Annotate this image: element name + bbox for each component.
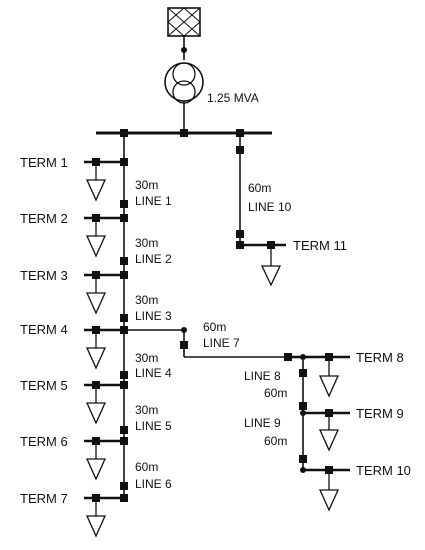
grid-source-icon xyxy=(167,7,201,37)
breaker-node xyxy=(92,494,100,502)
breaker-node xyxy=(120,214,128,222)
transformer-rating: 1.25 MVA xyxy=(207,91,259,105)
line-name: LINE 9 xyxy=(244,416,281,430)
term-label: TERM 9 xyxy=(356,406,404,421)
breaker-node xyxy=(92,381,100,389)
line-name: LINE 5 xyxy=(135,419,172,433)
line-breaker-node xyxy=(120,482,128,490)
line-name: LINE 3 xyxy=(135,309,172,323)
line-length: 30m xyxy=(135,351,158,365)
breaker-node xyxy=(120,326,128,334)
breaker-node xyxy=(120,381,128,389)
line-length: 30m xyxy=(135,178,158,192)
term-label: TERM 4 xyxy=(20,322,68,337)
load-icon xyxy=(85,458,107,481)
breaker-node xyxy=(92,437,100,445)
breaker-node xyxy=(120,437,128,445)
breaker-node xyxy=(92,326,100,334)
term-label: TERM 10 xyxy=(356,463,411,478)
load-icon xyxy=(85,402,107,425)
breaker-node xyxy=(120,158,128,166)
line-length: 60m xyxy=(203,320,226,334)
term-label: TERM 5 xyxy=(20,378,68,393)
breaker-node xyxy=(92,214,100,222)
line-length: 60m xyxy=(248,181,271,195)
breaker-node xyxy=(120,494,128,502)
line-name: LINE 4 xyxy=(135,366,172,380)
term-label: TERM 11 xyxy=(293,238,347,253)
line-length: 30m xyxy=(135,236,158,250)
load-icon xyxy=(85,515,107,538)
line-name: LINE 10 xyxy=(248,200,292,214)
line-length: 60m xyxy=(264,434,287,448)
line-length: 60m xyxy=(264,386,287,400)
term-label: TERM 2 xyxy=(20,211,68,226)
breaker-node xyxy=(92,271,100,279)
line-breaker-node xyxy=(120,314,128,322)
left-terminal-group xyxy=(84,158,128,538)
term-label: TERM 7 xyxy=(20,491,68,506)
line-length: 60m xyxy=(135,460,158,474)
line-breaker-node xyxy=(120,257,128,265)
line-length: 30m xyxy=(135,293,158,307)
term-label: TERM 8 xyxy=(356,350,404,365)
load-icon xyxy=(85,235,107,258)
term-label: TERM 6 xyxy=(20,434,68,449)
breaker-node xyxy=(92,158,100,166)
transformer-icon xyxy=(164,62,204,104)
line-breaker-node xyxy=(120,200,128,208)
line-name: LINE 8 xyxy=(244,369,281,383)
line-breaker-node xyxy=(120,371,128,379)
term-label: TERM 1 xyxy=(20,155,68,170)
load-icon xyxy=(85,347,107,370)
line-name: LINE 6 xyxy=(135,477,172,491)
breaker-node xyxy=(120,271,128,279)
line-length: 30m xyxy=(135,403,158,417)
term-label: TERM 3 xyxy=(20,268,68,283)
line-name: LINE 2 xyxy=(135,252,172,266)
load-icon xyxy=(85,292,107,315)
line-name: LINE 7 xyxy=(203,336,240,350)
line-name: LINE 1 xyxy=(135,194,172,208)
line-breaker-node xyxy=(120,426,128,434)
load-icon xyxy=(85,179,107,202)
